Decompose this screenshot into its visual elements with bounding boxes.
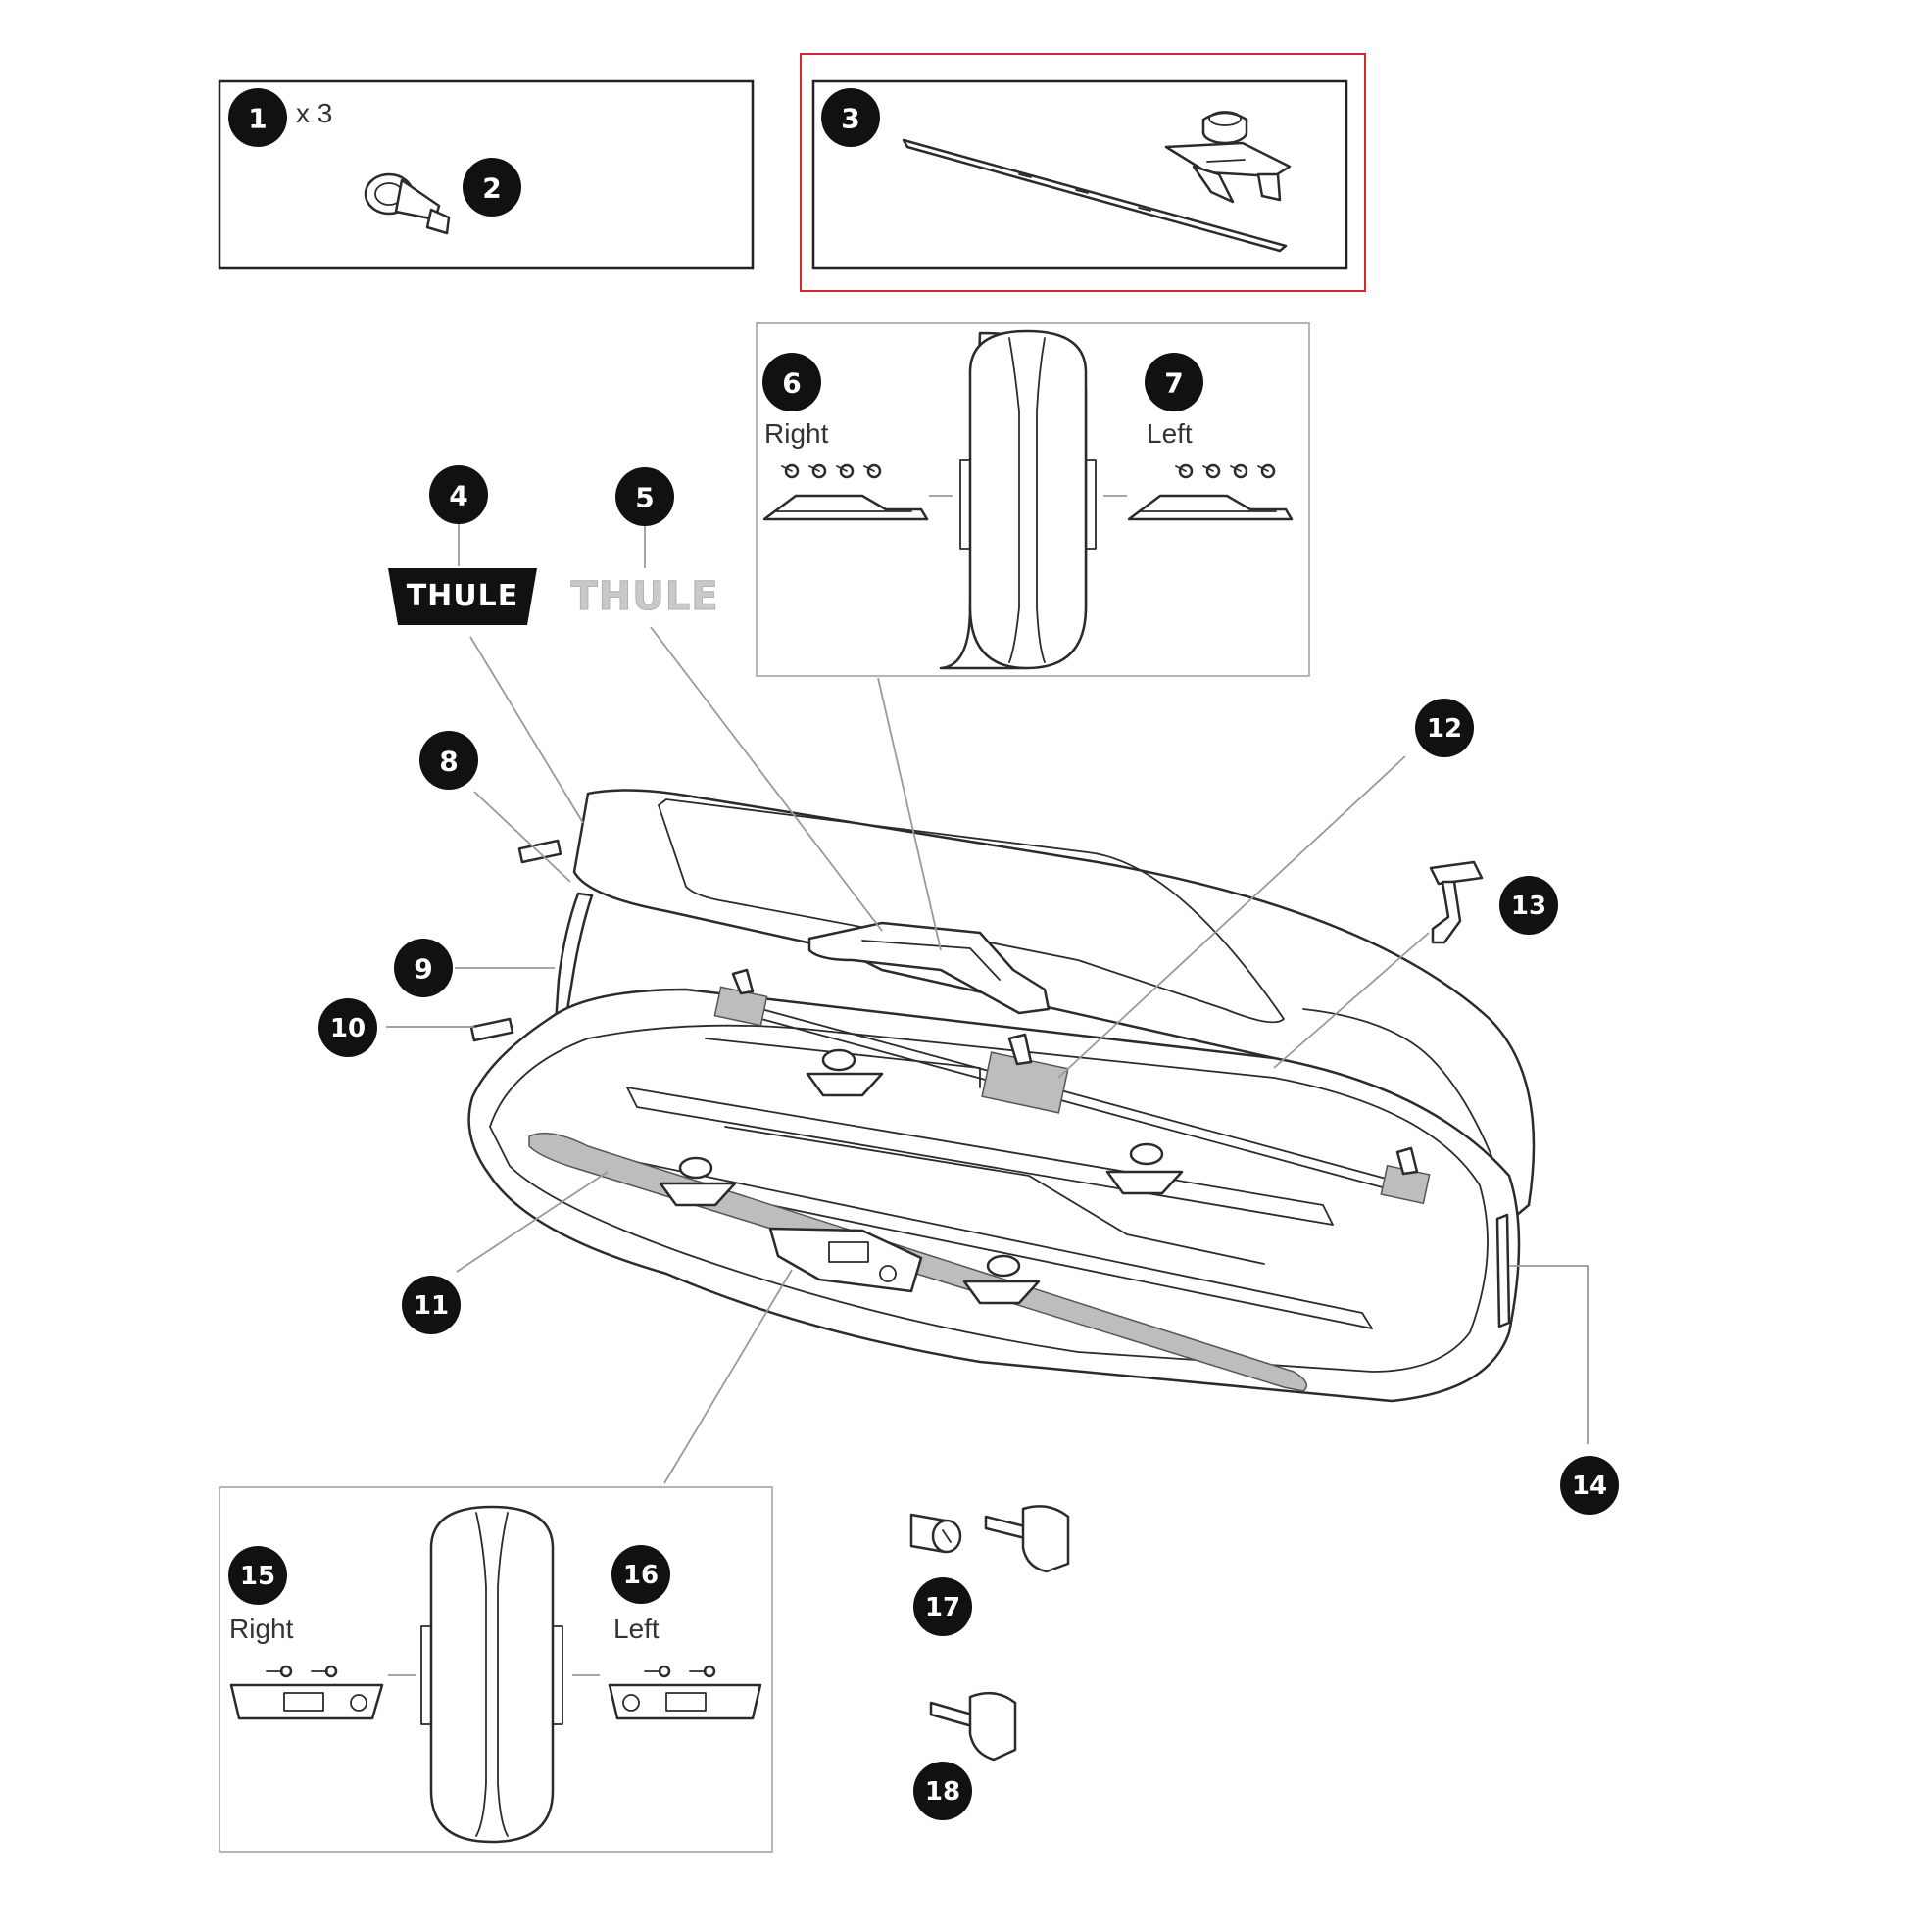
- callout-1-text: 1: [248, 103, 267, 135]
- parts-box-6-7: [756, 322, 1310, 677]
- callout-18: 18: [913, 1762, 972, 1820]
- callout-6: 6: [762, 353, 821, 411]
- box-top-view: [939, 329, 1097, 670]
- highlight-frame: [800, 53, 1366, 292]
- callout-2-text: 2: [482, 172, 501, 205]
- label-bottom-left: Left: [613, 1614, 660, 1644]
- callout-3-text: 3: [841, 103, 859, 135]
- callout-8-text: 8: [439, 746, 458, 778]
- callout-18-text: 18: [925, 1777, 960, 1807]
- logo-black-part: THULE: [388, 568, 537, 625]
- box-top-view-bottom: [420, 1505, 563, 1844]
- callout-7-text: 7: [1164, 367, 1183, 400]
- logo-gray-text: THULE: [570, 574, 718, 619]
- logo-gray-part: THULE: [570, 574, 718, 620]
- callout-8: 8: [419, 731, 478, 790]
- callout-15: 15: [228, 1546, 287, 1605]
- knob-clamp-part: [1164, 111, 1292, 204]
- parts-box-1-2: [218, 79, 755, 270]
- key-17-part: [984, 1505, 1070, 1573]
- callout-5: 5: [615, 467, 674, 526]
- callout-10: 10: [318, 998, 377, 1057]
- parts-box-15-16: [219, 1486, 773, 1853]
- rail-part: [902, 138, 1288, 253]
- key-18-part: [929, 1691, 1017, 1762]
- leader-lines: [386, 517, 1589, 1484]
- callout-3: 3: [821, 88, 880, 147]
- plate-part-8: [517, 839, 562, 864]
- plate-part-10: [469, 1017, 514, 1042]
- callout-10-text: 10: [330, 1014, 366, 1043]
- callout-7: 7: [1145, 353, 1203, 411]
- callout-13-text: 13: [1511, 892, 1546, 921]
- callout-4: 4: [429, 465, 488, 524]
- callout-9-text: 9: [414, 953, 432, 986]
- callout-2: 2: [463, 158, 521, 217]
- callout-11-text: 11: [414, 1291, 449, 1321]
- callout-13: 13: [1499, 876, 1558, 935]
- callout-12-text: 12: [1427, 714, 1462, 744]
- callout-1: 1: [228, 88, 287, 147]
- strap-part: [364, 172, 451, 235]
- handle-right-part: [229, 1665, 416, 1720]
- callout-4-text: 4: [449, 480, 467, 512]
- callout-6-text: 6: [782, 367, 801, 400]
- screws-right: [781, 463, 882, 479]
- callout-9: 9: [394, 939, 453, 997]
- bracket-left-part: [1103, 463, 1294, 521]
- inner-knobs: [659, 1048, 1184, 1305]
- parts-box-3: [800, 53, 1366, 292]
- callout-15-text: 15: [240, 1562, 275, 1591]
- callout-16: 16: [611, 1545, 670, 1604]
- label-bottom-right: Right: [229, 1614, 294, 1644]
- lock-cylinder-part: [909, 1513, 962, 1554]
- bracket-right-part: [762, 463, 953, 521]
- screws-left: [1175, 463, 1276, 479]
- callout-16-text: 16: [623, 1561, 659, 1590]
- callout-5-text: 5: [635, 482, 654, 514]
- callout-14-text: 14: [1572, 1472, 1607, 1501]
- roof-box-main: [467, 789, 1536, 1403]
- label-top-left: Left: [1147, 418, 1193, 449]
- callout-17-text: 17: [925, 1593, 960, 1622]
- bracket-13-part: [1429, 860, 1484, 944]
- callout-11: 11: [402, 1276, 461, 1334]
- callout-17: 17: [913, 1577, 972, 1636]
- handle-left-part: [572, 1665, 762, 1720]
- callout-14: 14: [1560, 1456, 1619, 1515]
- quantity-note: x 3: [296, 98, 332, 128]
- callout-12: 12: [1415, 699, 1474, 757]
- logo-black-text: THULE: [407, 579, 519, 613]
- label-top-right: Right: [764, 418, 829, 449]
- callouts: 1 x 3 2 3 4 5 6 Right 7 Left 8 9 10 11 1…: [228, 88, 1619, 1820]
